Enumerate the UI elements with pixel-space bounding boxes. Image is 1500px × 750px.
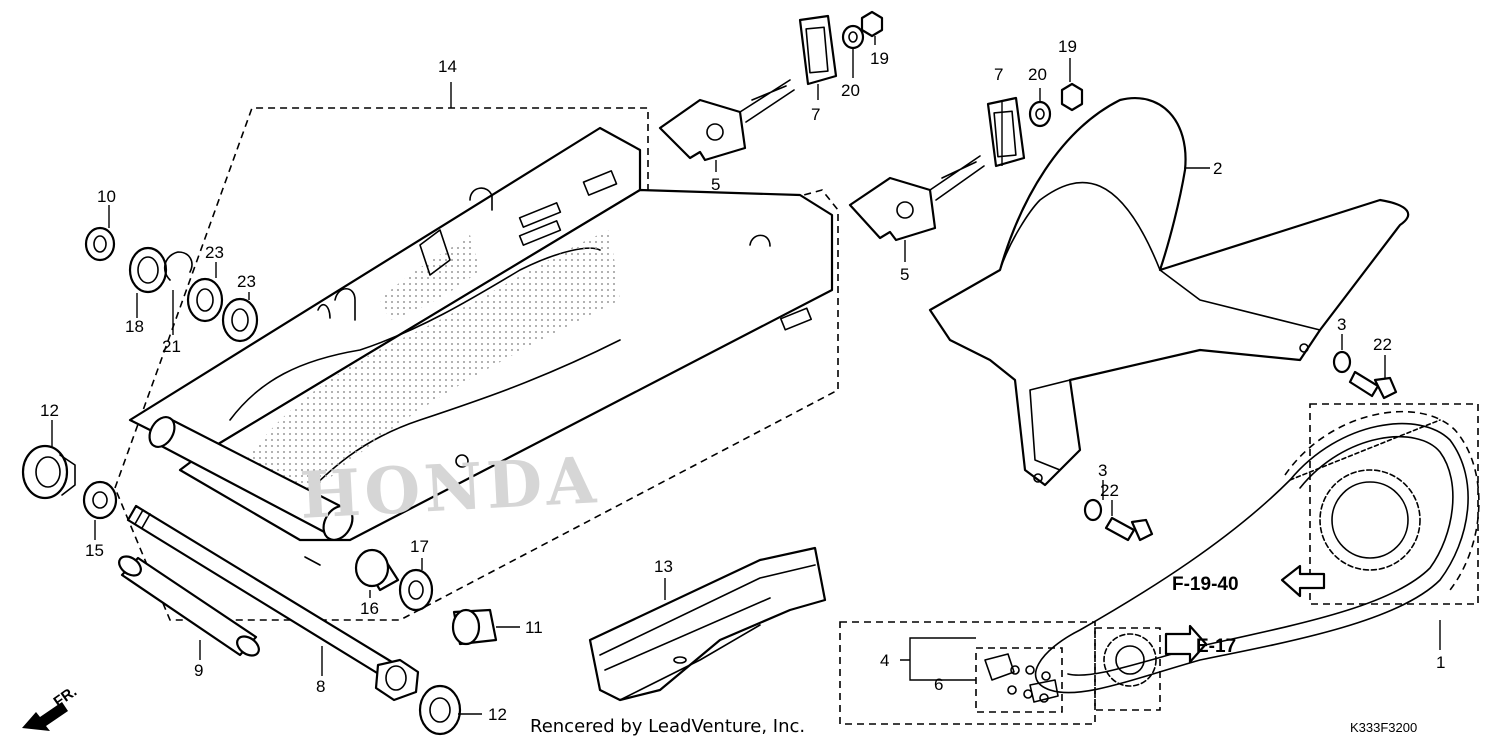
diagram-code: K333F3200	[1350, 720, 1417, 735]
callout-17[interactable]: 17	[410, 537, 429, 556]
part-22-bolt-a[interactable]	[1348, 370, 1398, 400]
callout-20-a[interactable]: 20	[841, 81, 860, 100]
part-16-needle-bearing[interactable]	[354, 548, 400, 592]
part-19-nut-b[interactable]	[1060, 82, 1084, 112]
reference-arrow-e-17[interactable]: E-17	[1164, 624, 1236, 664]
callout-12-a[interactable]: 12	[40, 401, 59, 420]
part-5-chain-adjuster-b[interactable]	[848, 155, 985, 242]
callout-13[interactable]: 13	[654, 557, 673, 576]
front-direction-label: FR.	[50, 683, 80, 711]
callout-5-b[interactable]: 5	[900, 265, 909, 284]
swingarm-group-outline	[114, 107, 839, 621]
reference-label-e-17[interactable]: E-17	[1196, 636, 1236, 657]
honda-watermark: HONDA	[298, 443, 601, 534]
part-6-master-link[interactable]	[975, 647, 1063, 713]
callout-23-b[interactable]: 23	[237, 272, 256, 291]
part-23-bearing-b[interactable]	[221, 297, 259, 343]
part-21-circlip[interactable]	[163, 251, 193, 281]
chain-kit-group-outline	[839, 621, 1096, 725]
callout-21[interactable]: 21	[162, 337, 181, 356]
callouts: 14 10 18 21 23 23 12 15 16 17 11 9 8 12 …	[40, 37, 1445, 724]
callout-14[interactable]: 14	[438, 57, 457, 76]
part-3-washer-b[interactable]	[1083, 498, 1103, 522]
part-7-plate-a[interactable]	[798, 14, 838, 86]
rendering-credit: Rencered by LeadVenture, Inc.	[530, 716, 805, 737]
part-19-nut-a[interactable]	[860, 10, 884, 38]
part-18-bearing[interactable]	[128, 246, 168, 294]
part-11-collar[interactable]	[451, 608, 498, 646]
callout-5-a[interactable]: 5	[711, 175, 720, 194]
part-1-drive-chain[interactable]	[1034, 410, 1480, 694]
reference-arrow-f-19-40[interactable]: F-19-40	[1172, 564, 1326, 598]
part-10-collar[interactable]	[84, 226, 116, 262]
callout-6[interactable]: 6	[934, 675, 943, 694]
callout-19-a[interactable]: 19	[870, 49, 889, 68]
callout-7-b[interactable]: 7	[994, 65, 1003, 84]
part-2-rear-fender[interactable]	[928, 97, 1410, 487]
part-15-bushing[interactable]	[82, 480, 118, 520]
part-9-pivot-collar[interactable]	[116, 553, 263, 660]
callout-12-b[interactable]: 12	[488, 705, 507, 724]
callout-2[interactable]: 2	[1213, 159, 1222, 178]
callout-19-b[interactable]: 19	[1058, 37, 1077, 56]
callout-1[interactable]: 1	[1436, 653, 1445, 672]
callout-15[interactable]: 15	[85, 541, 104, 560]
leader-lines	[51, 36, 1441, 715]
callout-16[interactable]: 16	[360, 599, 379, 618]
part-20-washer-a[interactable]	[841, 24, 865, 50]
part-5-chain-adjuster-a[interactable]	[658, 79, 795, 162]
sprocket-reference	[1103, 469, 1421, 687]
callout-3-a[interactable]: 3	[1337, 315, 1346, 334]
callout-20-b[interactable]: 20	[1028, 65, 1047, 84]
reference-label-f-19-40[interactable]: F-19-40	[1172, 574, 1239, 595]
part-3-washer-a[interactable]	[1332, 350, 1352, 374]
sprocket-reference-box	[1094, 403, 1479, 711]
part-17-seal[interactable]	[398, 568, 434, 612]
callout-8[interactable]: 8	[316, 677, 325, 696]
swingarm[interactable]	[128, 126, 834, 566]
callout-7-a[interactable]: 7	[811, 105, 820, 124]
part-13-chain-slider[interactable]	[588, 546, 827, 702]
callout-18[interactable]: 18	[125, 317, 144, 336]
part-12-pivot-nut[interactable]	[21, 444, 76, 500]
callout-4[interactable]: 4	[880, 651, 889, 670]
callout-9[interactable]: 9	[194, 661, 203, 680]
part-12-pivot-nut-b[interactable]	[418, 684, 462, 736]
front-direction-arrow: FR.	[22, 683, 80, 731]
callout-3-b[interactable]: 3	[1098, 461, 1107, 480]
part-7-plate-b[interactable]	[986, 96, 1026, 168]
callout-23-a[interactable]: 23	[205, 243, 224, 262]
callout-22-a[interactable]: 22	[1373, 335, 1392, 354]
part-23-bearing-a[interactable]	[186, 277, 224, 323]
callout-11[interactable]: 11	[525, 618, 543, 637]
part-20-washer-b[interactable]	[1028, 100, 1052, 128]
callout-10[interactable]: 10	[97, 187, 116, 206]
callout-22-b[interactable]: 22	[1100, 481, 1119, 500]
part-8-pivot-bolt[interactable]	[126, 504, 420, 702]
part-22-bolt-b[interactable]	[1104, 516, 1154, 542]
